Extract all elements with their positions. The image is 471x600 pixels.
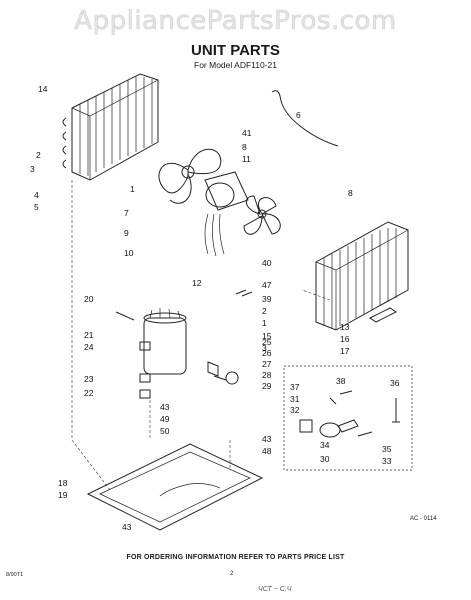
callout-43b: 43 [262, 434, 272, 444]
callout-1b: 1 [262, 318, 267, 328]
callout-15: 15 [262, 331, 272, 341]
callout-37: 37 [290, 382, 300, 392]
callout-8b: 8 [348, 188, 353, 198]
callout-26: 26 [262, 348, 272, 358]
ordering-note: FOR ORDERING INFORMATION REFER TO PARTS … [126, 554, 345, 561]
callout-11: 11 [242, 154, 251, 164]
callout-28: 28 [262, 370, 272, 380]
callout-41: 41 [242, 128, 252, 138]
callout-49: 49 [160, 414, 170, 424]
callout-50: 50 [160, 426, 170, 436]
callout-24: 24 [84, 342, 94, 352]
filter-part [369, 307, 397, 323]
callout-12: 12 [192, 278, 202, 288]
callout-9: 9 [124, 228, 129, 238]
callout-6: 6 [296, 110, 301, 120]
callout-2: 2 [36, 150, 41, 160]
callout-8: 8 [242, 142, 247, 152]
callout-2b: 2 [262, 306, 267, 316]
callout-36: 36 [390, 378, 400, 388]
callout-3: 3 [30, 164, 35, 174]
callout-16: 16 [340, 334, 350, 344]
callout-22: 22 [84, 388, 94, 398]
callout-17: 17 [340, 346, 350, 356]
callout-38: 38 [336, 376, 346, 386]
callout-43: 43 [160, 402, 170, 412]
callout-31: 31 [290, 394, 300, 404]
callout-20: 20 [84, 294, 94, 304]
fan-blade-lower [243, 195, 281, 235]
callout-23: 23 [84, 374, 94, 384]
handwritten-mark: ЧСТ ~ С.Ч [258, 586, 292, 593]
callout-39: 39 [262, 294, 272, 304]
doc-code: 8/90T1 [6, 572, 24, 578]
figure-ref: AC - 0114 [410, 516, 437, 522]
small-parts-left [115, 289, 253, 399]
callout-14: 14 [38, 84, 48, 94]
model-subtitle: For Model ADF110-21 [194, 60, 277, 70]
fan-blade-upper [158, 148, 222, 204]
page-number: 2 [230, 571, 234, 577]
fan-motor [204, 171, 249, 257]
callout-21: 21 [84, 330, 94, 340]
callout-7: 7 [124, 208, 129, 218]
callout-33: 33 [382, 456, 392, 466]
base-pan [86, 443, 264, 531]
leader-lines [71, 180, 331, 491]
callout-40: 40 [262, 258, 272, 268]
page-title: UNIT PARTS [191, 42, 280, 59]
callout-34: 34 [320, 440, 330, 450]
callout-3b: 3 [262, 343, 267, 353]
callout-18: 18 [58, 478, 68, 488]
compressor [143, 308, 187, 375]
callout-29: 29 [262, 381, 272, 391]
evaporator-coil [315, 221, 409, 331]
callout-47: 47 [262, 280, 272, 290]
callout-10: 10 [124, 248, 134, 258]
watermark: AppliancePartsPros.com [74, 6, 397, 37]
callout-30: 30 [320, 454, 330, 464]
callout-48: 48 [262, 446, 272, 456]
control-inset [283, 365, 413, 471]
condenser-coil [62, 73, 159, 181]
callout-32: 32 [290, 405, 300, 415]
callout-4: 4 [34, 190, 39, 200]
callout-35: 35 [382, 444, 392, 454]
callout-19: 19 [58, 490, 68, 500]
tube [271, 90, 339, 147]
callout-25: 25 [262, 337, 272, 347]
callout-27: 27 [262, 359, 272, 369]
callout-43c: 43 [122, 522, 132, 532]
callout-5: 5 [34, 202, 39, 212]
callout-13: 13 [340, 322, 350, 332]
callout-1: 1 [130, 184, 135, 194]
